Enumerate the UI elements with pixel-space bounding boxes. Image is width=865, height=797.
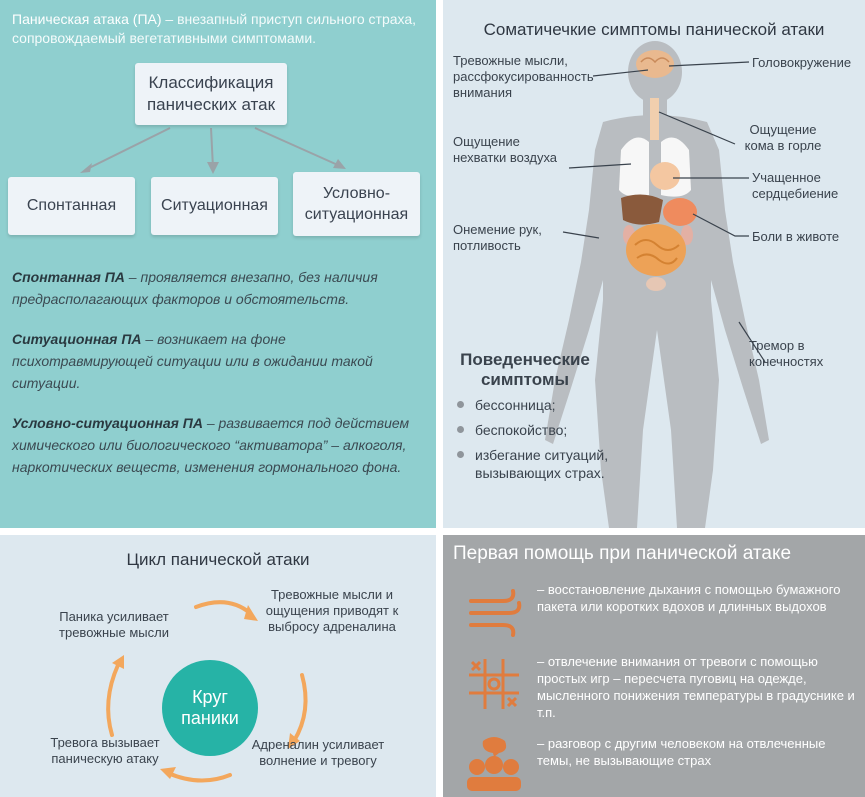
- classification-title: Классификация панических атак: [135, 63, 287, 125]
- definition-term: Спонтанная ПА: [12, 269, 125, 285]
- brain-icon: [636, 50, 674, 78]
- classification-arrows: [80, 127, 346, 174]
- conversation-icon: [467, 737, 521, 791]
- intro-term: Паническая атака (ПА): [12, 11, 162, 27]
- cycle-arrows: [106, 600, 308, 783]
- definition-text: – развивается под действием химического …: [12, 415, 410, 475]
- symptoms-panel: Соматичечкие симптомы панической атаки: [443, 0, 865, 528]
- first-aid-item-distraction: – отвлечение внимания от тревоги с помощ…: [455, 653, 855, 729]
- first-aid-item-breathing: – восстановление дыхания с помощью бумаж…: [455, 581, 855, 645]
- definition-term: Условно-ситуационная ПА: [12, 415, 203, 431]
- cycle-center: Круг паники: [162, 660, 258, 756]
- label-tremor: Тремор в конечностях: [749, 338, 824, 369]
- definition-conditional: Условно-ситуационная ПА – развивается по…: [12, 412, 430, 478]
- behavioral-title: Поведенческие симптомы: [460, 350, 590, 389]
- intro-text: Паническая атака (ПА) – внезапный присту…: [12, 10, 424, 48]
- label-throat-lump: Ощущение кома в горле: [744, 122, 822, 153]
- first-aid-text: – восстановление дыхания с помощью бумаж…: [537, 582, 841, 614]
- first-aid-text: – разговор с другим человеком на отвлече…: [537, 736, 826, 768]
- symptoms-title: Соматичечкие симптомы панической атаки: [483, 20, 825, 39]
- cycle-title: Цикл панической атаки: [126, 550, 310, 569]
- first-aid-item-conversation: – разговор с другим человеком на отвлече…: [455, 735, 855, 795]
- list-item: бессонница;: [455, 396, 645, 414]
- cycle-step-3: Тревога вызывает паническую атаку: [50, 735, 160, 766]
- bullet-icon: [457, 426, 464, 433]
- type-situational: Ситуационная: [151, 177, 278, 235]
- intro-definition: – внезапный приступ сильного страха, соп…: [12, 11, 417, 46]
- label-heartbeat: Учащенное сердцебиение: [752, 170, 839, 201]
- cycle-step-4: Паника усиливает тревожные мысли: [59, 609, 169, 640]
- body-figure-illustration: [545, 41, 769, 528]
- type-spontaneous: Спонтанная: [8, 177, 135, 235]
- label-stomach-pain: Боли в животе: [752, 229, 840, 244]
- definition-spontaneous: Спонтанная ПА – проявляется внезапно, бе…: [12, 266, 430, 310]
- bullet-icon: [457, 451, 464, 458]
- definition-situational: Ситуационная ПА – возникает на фоне псих…: [12, 328, 430, 394]
- behavioral-item-text: бессонница;: [475, 397, 556, 413]
- type-conditional-situational: Условно-ситуационная: [293, 172, 420, 236]
- definition-text: – возникает на фоне психотравмирующей си…: [12, 331, 373, 391]
- first-aid-text: – отвлечение внимания от тревоги с помощ…: [537, 654, 855, 720]
- cycle-step-2: Адреналин усиливает волнение и тревогу: [251, 737, 385, 768]
- game-icon: [469, 659, 519, 709]
- label-dizziness: Головокружение: [752, 55, 852, 70]
- list-item: избегание ситуаций, вызывающих страх.: [455, 446, 645, 482]
- breath-icon: [469, 589, 522, 637]
- stomach-icon: [663, 198, 697, 226]
- behavioral-item-text: беспокойство;: [475, 422, 568, 438]
- definition-text: – проявляется внезапно, без наличия пред…: [12, 269, 378, 307]
- definition-term: Ситуационная ПА: [12, 331, 142, 347]
- heart-icon: [650, 162, 680, 190]
- classification-panel: Паническая атака (ПА) – внезапный присту…: [0, 0, 436, 528]
- definitions: Спонтанная ПА – проявляется внезапно, бе…: [12, 266, 430, 496]
- behavioral-item-text: избегание ситуаций, вызывающих страх.: [475, 447, 609, 481]
- list-item: беспокойство;: [455, 421, 645, 439]
- label-numbness: Онемение рук, потливость: [453, 222, 542, 253]
- cycle-step-1: Тревожные мысли и ощущения приводят к вы…: [265, 587, 399, 634]
- label-anxious-thoughts: Тревожные мысли, рассфокусированность вн…: [453, 53, 594, 100]
- cycle-panel: Цикл панической атаки Круг паники Тревож…: [0, 535, 436, 797]
- bullet-icon: [457, 401, 464, 408]
- label-air-shortage: Ощущение нехватки воздуха: [453, 134, 558, 165]
- first-aid-title: Первая помощь при панической атаке: [453, 543, 792, 564]
- behavioral-list: бессонница; беспокойство; избегание ситу…: [455, 396, 645, 489]
- first-aid-panel: Первая помощь при панической атаке – вос…: [443, 535, 865, 797]
